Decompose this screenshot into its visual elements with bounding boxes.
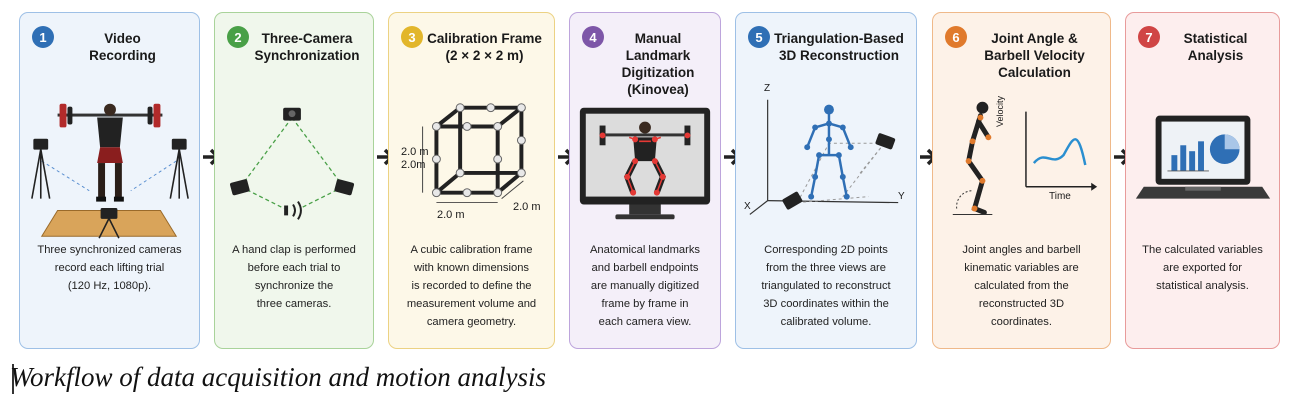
step-2-description: A hand clap is performed before each tri… bbox=[232, 244, 356, 310]
camera-triangle-icon bbox=[230, 107, 355, 220]
step-3-panel: 3 Calibration Frame (2 × 2 × 2 m) 2.0 m … bbox=[388, 12, 555, 349]
step-5-panel: 5 Triangulation-Based 3D Reconstruction bbox=[735, 12, 917, 349]
step-3-badge: 3 bbox=[401, 26, 423, 48]
figure-caption: Workflow of data acquisition and motion … bbox=[10, 362, 547, 392]
step-7-description: The calculated variables are exported fo… bbox=[1142, 244, 1263, 292]
step-4-title: Manual Landmark Digitization (Kinovea) bbox=[621, 31, 695, 97]
step-5-description: Corresponding 2D points from the three v… bbox=[761, 244, 891, 328]
squat-camera-setup-icon bbox=[31, 103, 189, 239]
step-2-title: Three-Camera Synchronization bbox=[254, 31, 360, 63]
axis-x-label: X bbox=[744, 201, 751, 212]
cube-height-label: 2.0 m bbox=[401, 146, 429, 158]
step-1-panel: 1 Video Recording bbox=[19, 12, 200, 349]
step-5-title: Triangulation-Based 3D Reconstruction bbox=[774, 31, 904, 63]
velocity-axis-label: Velocity bbox=[995, 95, 1005, 127]
step-6-title: Joint Angle & Barbell Velocity Calculati… bbox=[984, 31, 1085, 80]
cube-height-label-dup: 2.0m bbox=[401, 159, 426, 171]
laptop-chart-icon bbox=[1135, 115, 1271, 199]
step-4-description: Anatomical landmarks and barbell endpoin… bbox=[589, 244, 701, 328]
cube-depth-label: 2.0 m bbox=[513, 201, 541, 213]
step-2-panel: 2 Three-Camera Synchronization A hand cl… bbox=[214, 12, 374, 349]
cube-width-label: 2.0 m bbox=[437, 209, 465, 221]
calibration-cube-icon bbox=[422, 103, 526, 204]
step-6-panel: 6 Joint Angle & Barbell Velocity Calcula… bbox=[932, 12, 1111, 349]
caption-cursor-bar bbox=[12, 364, 14, 394]
step-1-badge: 1 bbox=[32, 26, 54, 48]
time-axis-label: Time bbox=[1049, 191, 1071, 202]
step-5-badge: 5 bbox=[748, 26, 770, 48]
step-7-panel: 7 Statistical Analysis The calculated va… bbox=[1125, 12, 1280, 349]
step-1-description: Three synchronized cameras record each l… bbox=[37, 244, 182, 292]
step-7-title: Statistical Analysis bbox=[1183, 31, 1248, 63]
axis-z-label: Z bbox=[764, 83, 771, 94]
step-1-title: Video Recording bbox=[89, 31, 156, 63]
step-6-description: Joint angles and barbell kinematic varia… bbox=[962, 244, 1081, 328]
step-6-badge: 6 bbox=[945, 26, 967, 48]
step-2-badge: 2 bbox=[227, 26, 249, 48]
joint-velocity-icon bbox=[952, 101, 1098, 215]
step-3-title: Calibration Frame (2 × 2 × 2 m) bbox=[427, 31, 542, 63]
axis-y-label: Y bbox=[898, 191, 905, 202]
skeleton-3d-icon bbox=[749, 99, 899, 215]
step-4-panel: 4 Manual Landmark Digitization (Kinovea)… bbox=[569, 12, 721, 349]
step-4-badge: 4 bbox=[582, 26, 604, 48]
step-3-description: A cubic calibration frame with known dim… bbox=[406, 244, 537, 328]
step-7-badge: 7 bbox=[1138, 26, 1160, 48]
monitor-digitization-icon bbox=[579, 107, 711, 220]
